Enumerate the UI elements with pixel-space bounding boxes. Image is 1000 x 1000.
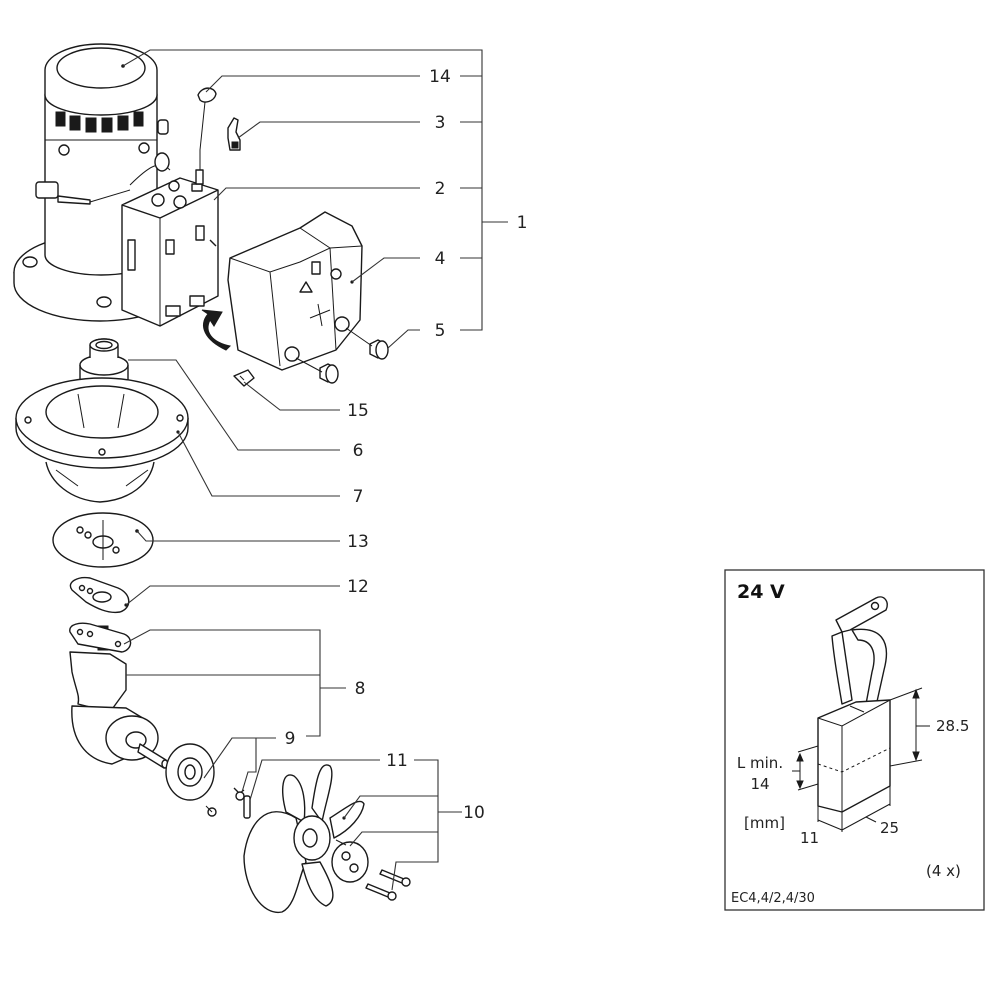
callout-8: 8 <box>355 679 366 699</box>
dimension-width-label: 25 <box>880 819 899 837</box>
part-code-label: EC4,4/2,4/30 <box>731 891 815 906</box>
dimension-lines <box>792 687 930 832</box>
min-length-value: 14 <box>750 775 769 793</box>
callout-7: 7 <box>353 487 364 507</box>
brush-detail-box: 24 V <box>724 569 985 911</box>
rotation-arrow-icon <box>201 309 231 351</box>
cable-part-14 <box>195 87 217 185</box>
callout-4: 4 <box>435 249 446 269</box>
voltage-label: 24 V <box>737 581 785 603</box>
callout-2: 2 <box>435 179 446 199</box>
gasket-part-12 <box>69 576 130 614</box>
callout-12: 12 <box>347 577 369 597</box>
fan-retainer <box>331 839 369 883</box>
hub-part-9 <box>165 743 245 817</box>
dimension-depth-label: 11 <box>800 829 819 847</box>
callout-10: 10 <box>463 803 485 823</box>
callout-labels: 14 3 2 1 4 5 15 6 7 13 12 8 9 11 10 <box>285 67 528 823</box>
gearbox-part-8 <box>69 622 169 769</box>
pin <box>243 795 251 819</box>
fan-part-10 <box>243 764 365 913</box>
callout-15: 15 <box>347 401 369 421</box>
callout-14: 14 <box>429 67 451 87</box>
contactor-block <box>121 177 219 327</box>
leader-lines <box>122 49 508 891</box>
fuse-part-15 <box>233 369 255 387</box>
quantity-label: (4 x) <box>926 862 961 880</box>
unit-label: [mm] <box>744 814 785 832</box>
callout-6: 6 <box>353 441 364 461</box>
plate-part-13 <box>52 512 154 568</box>
cover-part-4 <box>227 211 363 371</box>
callout-1: 1 <box>517 213 528 233</box>
callout-5: 5 <box>435 321 446 341</box>
screws-fan <box>365 869 411 901</box>
mounting-ring-part-7 <box>15 377 189 503</box>
knob-part-5 <box>295 327 389 384</box>
callout-3: 3 <box>435 113 446 133</box>
clip-part-3 <box>227 117 241 151</box>
dimension-height-label: 28.5 <box>936 717 969 735</box>
min-length-label: L min. <box>737 754 783 772</box>
callout-11: 11 <box>386 751 408 771</box>
callout-13: 13 <box>347 532 369 552</box>
callout-9: 9 <box>285 729 296 749</box>
